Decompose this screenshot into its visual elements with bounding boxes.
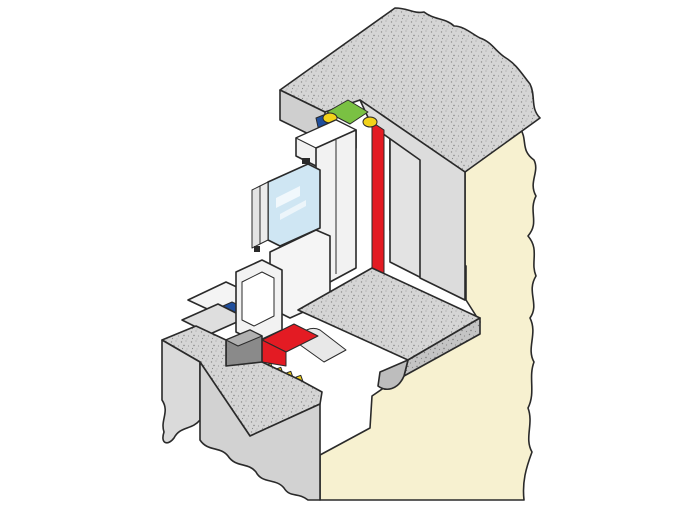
parapet-front-right [199, 361, 321, 501]
anchor-right [362, 116, 378, 128]
glass-edge-2 [251, 185, 261, 249]
glass-edge [259, 181, 269, 245]
interior-plaster-face [319, 117, 537, 501]
glass-reflection [276, 186, 300, 208]
glass-reflection-2 [280, 200, 306, 220]
insulation-top [326, 99, 369, 125]
sill-profile-dark-top [225, 329, 263, 347]
frame-sill-inner [241, 271, 275, 327]
glazing-seal-bottom [254, 246, 260, 252]
wall-top-speckled-face [279, 7, 541, 173]
interior-sill-nose [377, 359, 409, 390]
glazing-seal-top [302, 158, 310, 164]
parapet-front-left [161, 339, 201, 444]
